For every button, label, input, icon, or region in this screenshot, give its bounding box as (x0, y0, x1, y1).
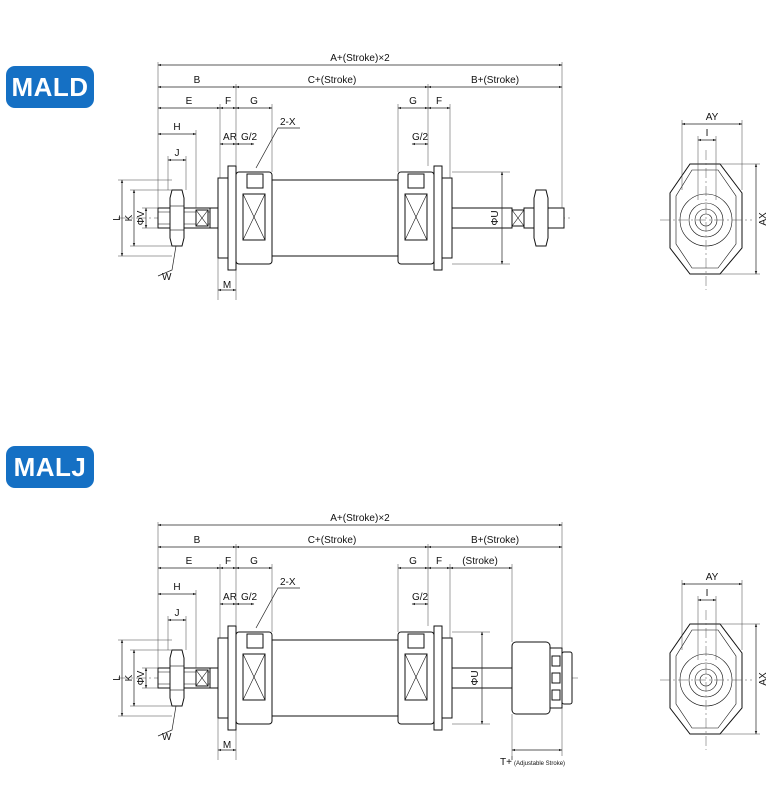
label-w: W (162, 272, 172, 283)
left-port (246, 173, 264, 189)
label-i: I (706, 588, 709, 599)
label-f: F (225, 96, 231, 107)
label-k: K (124, 674, 135, 681)
label-t: T+ (500, 757, 512, 768)
right-piston-rod (451, 207, 513, 229)
model-badge-malj: MALJ (6, 446, 94, 488)
label-f-right: F (436, 96, 442, 107)
label-j: J (175, 148, 180, 159)
label-u: ΦU (470, 670, 481, 685)
label-2x: 2-X (280, 577, 296, 588)
label-b-right: B+(Stroke) (471, 75, 519, 86)
leader-w (157, 705, 177, 737)
label-g: G (250, 556, 258, 567)
label-v: ΦV (136, 210, 147, 225)
label-l: L (112, 215, 123, 221)
right-rod-nut (533, 189, 549, 247)
label-ar: AR (223, 592, 237, 603)
label-v: ΦV (136, 670, 147, 685)
label-ar: AR (223, 132, 237, 143)
label-g-half-right: G/2 (412, 592, 429, 603)
label-ay: AY (706, 572, 719, 583)
label-h: H (173, 122, 180, 133)
label-e: E (186, 556, 193, 567)
label-f-right: F (436, 556, 442, 567)
mounting-nut-right (441, 637, 453, 719)
label-j: J (175, 608, 180, 619)
label-ax: AX (758, 212, 769, 226)
label-stroke: (Stroke) (462, 556, 498, 567)
cylinder-barrel (271, 639, 399, 717)
leader-2x (255, 587, 300, 629)
mald-drawing: A+(Stroke)×2 B C+(Stroke) B+(Stroke) E F… (112, 53, 769, 300)
label-g-half: G/2 (241, 132, 258, 143)
mald-end-view: AY I AX (660, 112, 769, 290)
label-c: C+(Stroke) (308, 75, 357, 86)
label-c: C+(Stroke) (308, 535, 357, 546)
label-2x: 2-X (280, 117, 296, 128)
label-g: G (250, 96, 258, 107)
label-g-right: G (409, 556, 417, 567)
label-t-note: (Adjustable Stroke) (514, 761, 565, 767)
label-i: I (706, 128, 709, 139)
label-e: E (186, 96, 193, 107)
right-port (407, 633, 425, 649)
label-g-half-right: G/2 (412, 132, 429, 143)
label-m: M (223, 280, 231, 291)
label-ax: AX (758, 672, 769, 686)
leader-2x (255, 127, 300, 169)
adjuster-cap (561, 651, 573, 705)
label-ay: AY (706, 112, 719, 123)
mounting-flange-left (227, 165, 237, 271)
malj-end-view: AY I AX (660, 572, 769, 750)
label-w: W (162, 732, 172, 743)
left-port (246, 633, 264, 649)
mounting-nut-right (441, 177, 453, 259)
label-a: A+(Stroke)×2 (330, 513, 390, 524)
malj-drawing: A+(Stroke)×2 B C+(Stroke) B+(Stroke) E F… (112, 513, 769, 768)
label-b: B (194, 75, 201, 86)
stroke-adjuster-body (511, 641, 551, 715)
model-badge-mald: MALD (6, 66, 94, 108)
label-g-half: G/2 (241, 592, 258, 603)
label-l: L (112, 675, 123, 681)
label-m: M (223, 740, 231, 751)
left-rod-nut (169, 189, 185, 247)
label-a: A+(Stroke)×2 (330, 53, 390, 64)
leader-w (157, 245, 177, 277)
label-b-right: B+(Stroke) (471, 535, 519, 546)
label-g-right: G (409, 96, 417, 107)
mounting-nut-left (217, 177, 229, 259)
left-rod-nut (169, 649, 185, 707)
mounting-flange-right (433, 625, 443, 731)
label-u: ΦU (490, 210, 501, 225)
label-b: B (194, 535, 201, 546)
mounting-flange-right (433, 165, 443, 271)
cylinder-barrel (271, 179, 399, 257)
label-f: F (225, 556, 231, 567)
right-port (407, 173, 425, 189)
label-k: K (124, 214, 135, 221)
label-h: H (173, 582, 180, 593)
mounting-flange-left (227, 625, 237, 731)
mounting-nut-left (217, 637, 229, 719)
